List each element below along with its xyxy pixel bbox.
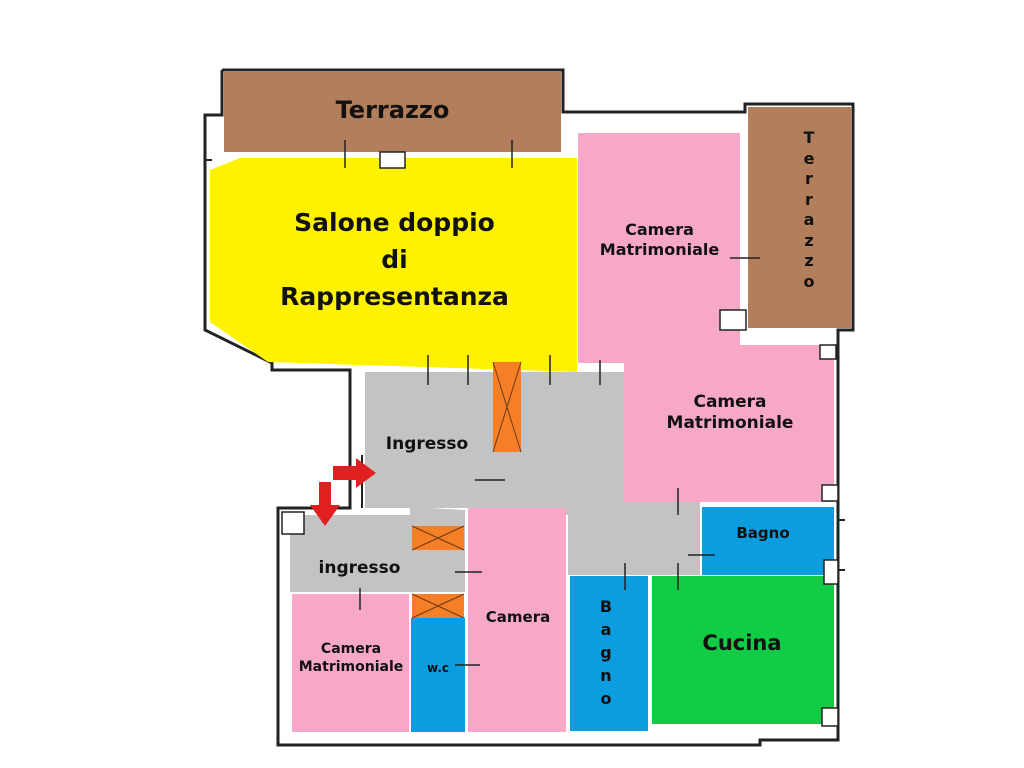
label-ingresso-secondary: ingresso [318, 558, 401, 578]
entrance-arrows [310, 458, 376, 526]
camera-matrimoniale-top-area [578, 133, 740, 363]
label-camera-matrimoniale-top: Camera Matrimoniale [599, 220, 720, 259]
terrazzo-top-area [224, 72, 561, 152]
camera-area [468, 508, 566, 732]
label-wc: w.c [427, 661, 449, 675]
label-camera: Camera [485, 608, 551, 626]
ingresso-main-area [365, 372, 700, 575]
camera-matrimoniale-bottom-area [292, 594, 409, 732]
walls [203, 68, 855, 747]
window-nooks [281, 151, 839, 727]
label-terrazzo-top: Terrazzo [335, 96, 450, 124]
bagno-right-area [702, 507, 834, 575]
salone-area [210, 158, 577, 372]
duct-shafts [411, 361, 522, 619]
label-camera-matrimoniale-mid: Camera Matrimoniale [666, 392, 794, 434]
label-salone: Salone doppio di Rappresentanza [280, 208, 509, 311]
camera-matrimoniale-mid-area [624, 345, 834, 502]
label-bagno-right: Bagno [736, 524, 790, 542]
door-marks [344, 140, 760, 666]
terrazzo-right-area [748, 107, 851, 328]
arrow-right-icon [333, 458, 376, 488]
wc-area [411, 618, 465, 732]
bagno-vertical-area [570, 576, 648, 731]
arrow-down-icon [310, 482, 340, 526]
cucina-area [652, 576, 834, 724]
label-cucina: Cucina [702, 631, 782, 655]
label-camera-matrimoniale-bottom: Camera Matrimoniale [298, 641, 404, 675]
label-ingresso-main: Ingresso [385, 434, 469, 454]
